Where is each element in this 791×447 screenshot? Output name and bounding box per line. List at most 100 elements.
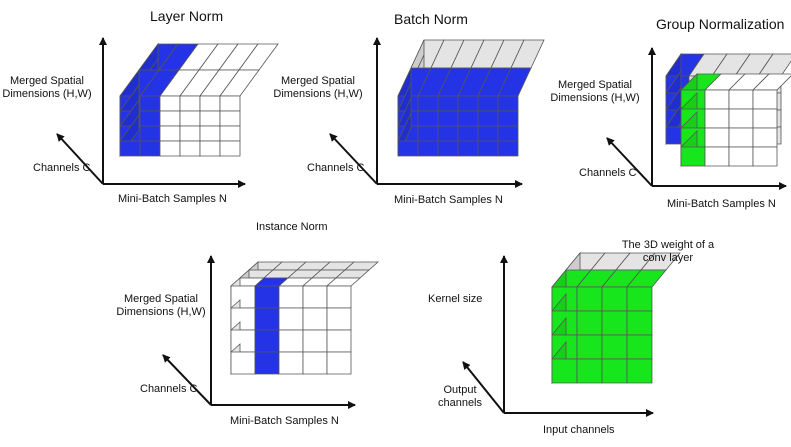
batch-norm-cube [397,39,545,157]
layer-norm-cube-cell-front [219,110,241,127]
conv-weight-cube-cell-front [626,286,653,312]
batch-norm-cube-cell-front [417,110,439,127]
layer-norm-cube-cell-front [219,140,241,157]
group-norm-group2-cell-front [752,146,778,167]
instance-norm-cube-cell-front [230,351,256,375]
conv-weight-title-line1: The 3D weight of a [621,239,715,251]
instance-norm-x-label: Mini-Batch Samples N [230,415,339,427]
layer-norm-cube-cell-front [179,110,201,127]
batch-norm-cube-cell-front [457,95,479,112]
batch-norm-title: Batch Norm [394,11,468,27]
layer-norm-title: Layer Norm [150,8,224,24]
layer-norm-z-label: Channels C [33,162,91,174]
conv-weight-cube-cell-front [576,286,603,312]
group-norm-axes [606,47,787,190]
conv-weight-cube [551,251,681,385]
instance-norm-cube [229,261,380,375]
instance-norm-cube-cell-front [254,285,280,309]
group-norm-y-label-line2: Dimensions (H,W) [550,92,640,104]
instance-norm-title: Instance Norm [256,221,328,233]
layer-norm-cube-cell-front [159,95,181,112]
layer-norm-cube-cell-front [219,125,241,142]
layer-norm-cube-cell-front [199,140,221,157]
conv-weight-cube-cell-front [576,334,603,360]
conv-weight-z-label-line1: Output [443,384,477,396]
batch-norm-cube-cell-front [477,95,499,112]
conv-weight-y-label: Kernel size [428,293,483,305]
layer-norm-cube-cell-front [159,125,181,142]
batch-norm-cube-cell-front [457,140,479,157]
instance-norm-cube-cell-front [302,285,328,309]
group-norm-y-label-line1: Merged Spatial [558,79,632,91]
instance-norm-cube-cell-front [254,307,280,331]
group-norm-group2-cell-front [704,89,730,110]
conv-weight-cube-cell-front [601,286,628,312]
instance-norm-cube-cell-front [254,329,280,353]
batch-norm-cube-cell-front [437,140,459,157]
layer-norm-cube-cell-front [139,125,161,142]
instance-norm-y-label-line1: Merged Spatial [124,293,198,305]
instance-norm-cube-cell-front [278,351,304,375]
layer-norm-cube-cell-front [199,125,221,142]
instance-norm-cube-cell-front [326,329,352,353]
group-norm-group2-cell-front [704,108,730,129]
group-norm-group2-cell-front [752,89,778,110]
layer-norm-cube-cell-front [139,140,161,157]
batch-norm-z-label: Channels C [307,162,365,174]
layer-norm-cube-cell-front [199,95,221,112]
group-norm-z-label: Channels C [579,167,637,179]
batch-norm-cube-cell-front [477,110,499,127]
batch-norm-cube-cell-front [417,140,439,157]
layer-norm-cube-cell-front [179,95,201,112]
instance-norm-cube-cell-front [302,351,328,375]
instance-norm-cube-cell-front [326,307,352,331]
batch-norm-y-label-line2: Dimensions (H,W) [273,88,363,100]
conv-weight-cube-cell-front [576,358,603,384]
group-norm-x-label: Mini-Batch Samples N [667,198,776,210]
group-norm-group2-cell-front [752,108,778,129]
layer-norm-cube-cell-front [179,140,201,157]
batch-norm-cube-cell-front [457,125,479,142]
layer-norm-cube [119,42,279,158]
conv-weight-x-label: Input channels [543,424,615,436]
conv-weight-cube-cell-front [601,310,628,336]
group-norm-group2-cell-front [728,108,754,129]
conv-weight-cube-cell-front [551,358,578,384]
layer-norm-axes [56,37,246,188]
batch-norm-cube-cell-front [437,110,459,127]
group-norm-group2 [680,73,791,167]
batch-norm-cube-cell-front [457,110,479,127]
batch-norm-cube-cell-front [437,125,459,142]
layer-norm-cube-cell-front [119,140,141,157]
group-norm-group2-cell-front [704,146,730,167]
batch-norm-cube-cell-front [497,95,519,112]
conv-weight-cube-cell-front [626,358,653,384]
conv-weight-cube-cell-front [626,310,653,336]
instance-norm-y-label-line2: Dimensions (H,W) [116,306,206,318]
layer-norm-cube-cell-front [179,125,201,142]
instance-norm-cube-cell-front [326,285,352,309]
layer-norm-y-label-line1: Merged Spatial [10,75,84,87]
group-norm-group2-cell-front [728,127,754,148]
batch-norm-cube-cell-front [497,125,519,142]
batch-norm-axes [329,37,523,188]
batch-norm-cube-cell-front [437,95,459,112]
group-norm-group2-cell-front [680,146,706,167]
layer-norm-cube-cell-front [219,95,241,112]
layer-norm-y-label-line2: Dimensions (H,W) [2,88,92,100]
conv-weight-cube-cell-front [601,334,628,360]
batch-norm-cube-cell-front [477,125,499,142]
group-norm-group2-cell-front [728,89,754,110]
conv-weight-cube-cell-front [626,334,653,360]
instance-norm-cube-cell-front [326,351,352,375]
instance-norm-cube-cell-front [278,307,304,331]
batch-norm-x-label: Mini-Batch Samples N [394,194,503,206]
layer-norm-cube-cell-front [139,110,161,127]
instance-norm-cube-cell-front [302,329,328,353]
layer-norm-cube-cell-front [139,95,161,112]
instance-norm-axes [162,255,356,409]
layer-norm-x-label: Mini-Batch Samples N [118,193,227,205]
layer-norm-cube-cell-front [159,110,181,127]
batch-norm-cube-cell-front [417,125,439,142]
